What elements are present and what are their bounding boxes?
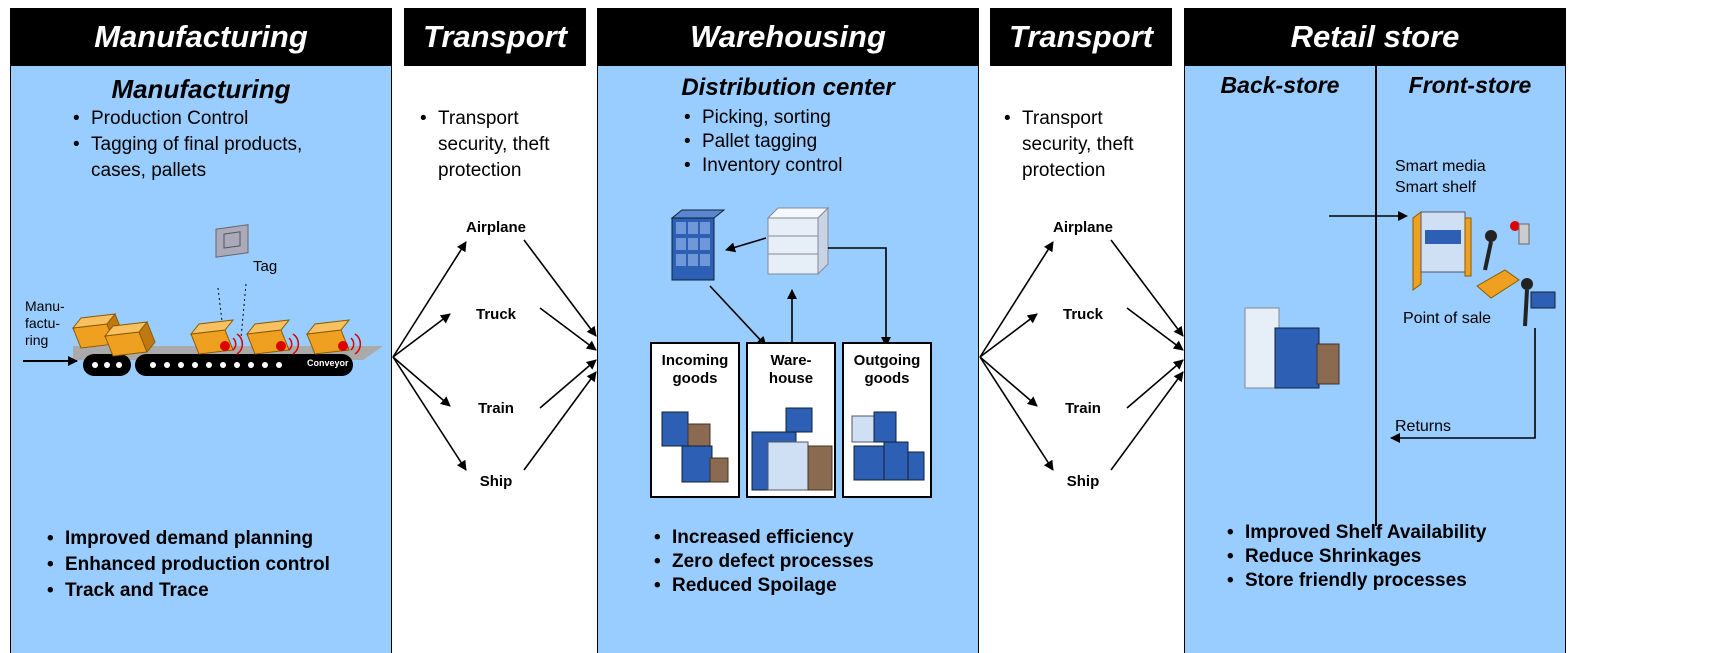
warehouse-label: Ware- house — [768, 352, 814, 387]
incoming-goods-label: Incoming goods — [661, 352, 729, 387]
conveyor-label: Conveyor — [307, 358, 349, 368]
manufacturing-input-label: Manu- factu- ring — [25, 298, 65, 348]
returns-label: Returns — [1395, 418, 1452, 435]
retail-header: Retail store — [1185, 8, 1565, 66]
distribution-center-title: Distribution center — [681, 74, 895, 101]
smart-shelf-icon — [1412, 211, 1472, 291]
mode-truck-2: Truck — [1062, 306, 1104, 323]
transport-column-1: Transport Transport security, theft prot… — [404, 8, 586, 653]
mode-ship-1: Ship — [479, 473, 513, 490]
store-divider — [1375, 66, 1377, 526]
back-store-title: Back-store — [1220, 72, 1340, 98]
warehouse-icon — [751, 407, 833, 491]
mode-ship-2: Ship — [1066, 473, 1100, 490]
dc-flow-diagram — [670, 206, 891, 347]
retail-diagram — [1244, 211, 1556, 443]
bullet-item: Production Control — [73, 106, 333, 132]
benefit-item: Zero defect processes — [654, 550, 974, 574]
warehousing-benefits: Increased efficiency Zero defect process… — [654, 526, 974, 598]
mode-airplane-2: Airplane — [1052, 219, 1113, 236]
tag-label: Tag — [253, 258, 278, 275]
retail-benefits: Improved Shelf Availability Reduce Shrin… — [1227, 521, 1567, 593]
benefit-item: Improved Shelf Availability — [1227, 521, 1567, 545]
smart-shelf-label: Smart shelf — [1395, 179, 1476, 196]
outgoing-goods-box: Outgoing goods — [842, 342, 932, 498]
bullet-item: Inventory control — [684, 154, 944, 178]
tagged-box-icon — [245, 319, 300, 355]
benefit-item: Store friendly processes — [1227, 569, 1567, 593]
mode-train-2: Train — [1065, 400, 1101, 417]
box-icon — [103, 321, 156, 357]
warehousing-header: Warehousing — [598, 8, 978, 66]
benefit-item: Reduce Shrinkages — [1227, 545, 1567, 569]
manufacturing-header: Manufacturing — [11, 8, 391, 66]
point-of-sale-label: Point of sale — [1403, 310, 1492, 327]
bullet-item: Transport security, theft protection — [420, 106, 580, 184]
mode-train-1: Train — [478, 400, 514, 417]
front-store-title: Front-store — [1408, 72, 1532, 98]
warehousing-bullets: Picking, sorting Pallet tagging Inventor… — [684, 106, 944, 178]
manufacturing-column: Manufacturing Manufacturing Production C… — [10, 8, 392, 653]
transport-header-2: Transport — [990, 8, 1172, 66]
incoming-goods-box: Incoming goods — [650, 342, 740, 498]
backstore-pallets-icon — [1244, 307, 1340, 389]
benefit-item: Improved demand planning — [47, 526, 387, 552]
shopper-icon — [1483, 221, 1530, 271]
mode-airplane-1: Airplane — [465, 219, 526, 236]
conveyor-illustration — [23, 224, 383, 376]
pallet-stack-icon — [766, 206, 830, 276]
smart-media-label: Smart media — [1395, 158, 1486, 175]
bullet-item: Transport security, theft protection — [1004, 106, 1164, 184]
outgoing-goods-label: Outgoing goods — [853, 352, 921, 387]
tag-icon — [215, 224, 249, 258]
benefit-item: Increased efficiency — [654, 526, 974, 550]
tagged-box-icon — [189, 319, 244, 355]
tagged-box-icon — [305, 319, 362, 355]
box-icon — [71, 313, 124, 349]
manufacturing-subtitle: Manufacturing — [111, 74, 291, 104]
warehousing-column: Warehousing Distribution center Picking,… — [597, 8, 979, 653]
bullet-item: Picking, sorting — [684, 106, 944, 130]
incoming-goods-icon — [661, 411, 729, 483]
shelf-rack-icon — [670, 209, 726, 281]
transport-column-2: Transport Transport security, theft prot… — [990, 8, 1172, 653]
point-of-sale-icon — [1476, 269, 1556, 327]
mode-truck-1: Truck — [475, 306, 517, 323]
transport-header-1: Transport — [404, 8, 586, 66]
manufacturing-benefits: Improved demand planning Enhanced produc… — [47, 526, 387, 604]
benefit-item: Enhanced production control — [47, 552, 387, 578]
transport-bullets-1: Transport security, theft protection — [420, 106, 580, 184]
bullet-item: Pallet tagging — [684, 130, 944, 154]
transport-bullets-2: Transport security, theft protection — [1004, 106, 1164, 184]
outgoing-goods-icon — [851, 411, 925, 481]
benefit-item: Reduced Spoilage — [654, 574, 974, 598]
bullet-item: Tagging of final products, cases, pallet… — [73, 132, 333, 184]
manufacturing-bullets: Production Control Tagging of final prod… — [73, 106, 333, 184]
retail-column: Retail store Back-store Front-store Smar… — [1184, 8, 1566, 653]
warehouse-box: Ware- house — [746, 342, 836, 498]
benefit-item: Track and Trace — [47, 578, 387, 604]
